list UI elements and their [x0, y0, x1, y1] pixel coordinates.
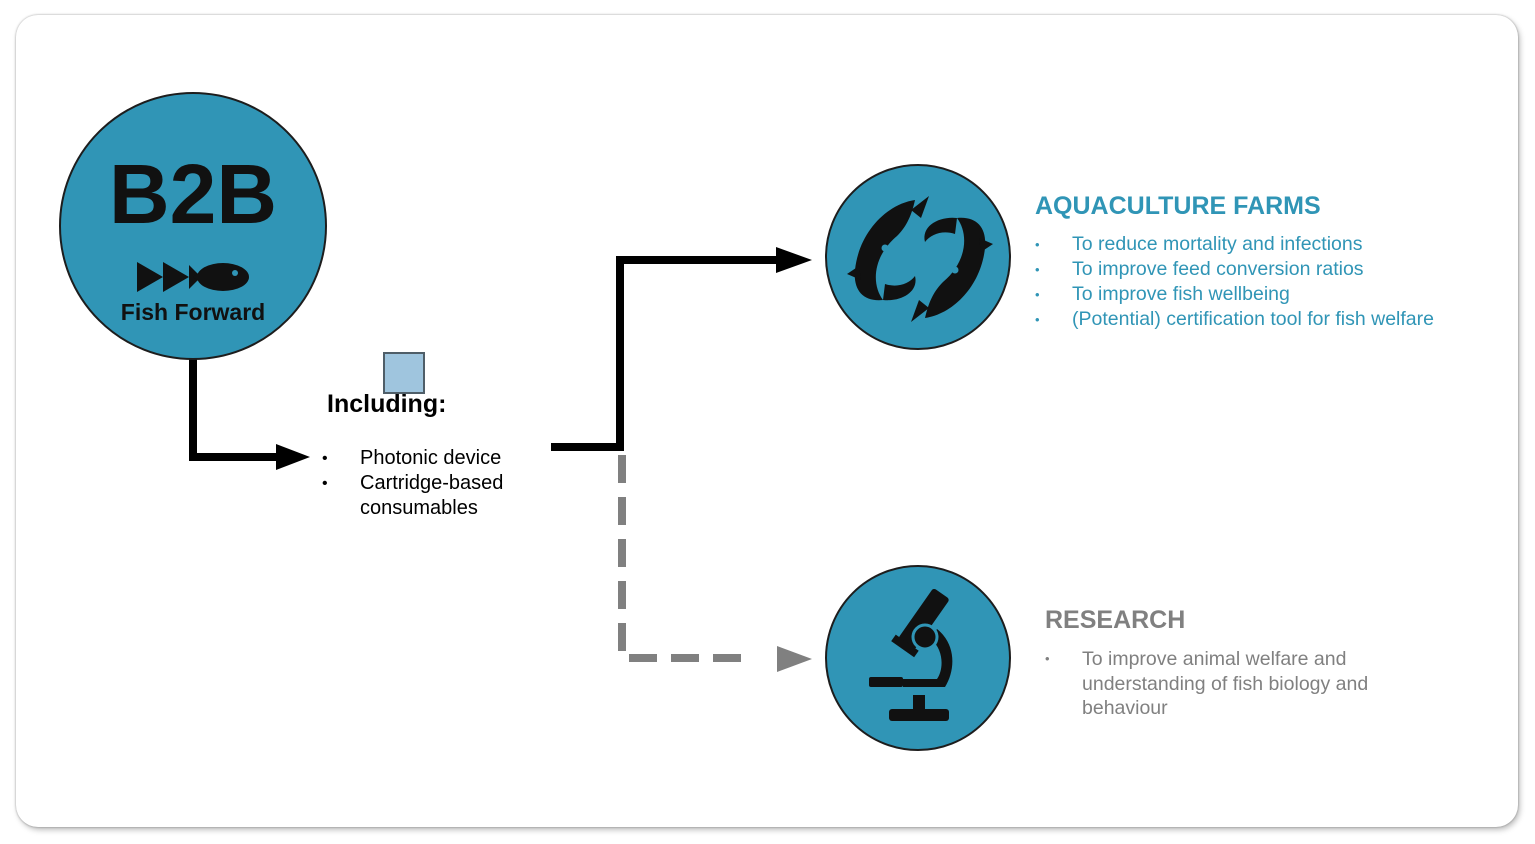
- aquaculture-title: AQUACULTURE FARMS: [1035, 192, 1321, 220]
- bullet: •: [1035, 287, 1040, 302]
- list-item-text: To improve fish wellbeing: [1072, 283, 1290, 305]
- list-item: • To improve animal welfare and understa…: [1045, 647, 1425, 721]
- b2b-to-including-arrow-line: [189, 358, 283, 461]
- research-circle: [825, 565, 1011, 751]
- list-item-text: Cartridge-based consumables: [360, 472, 504, 519]
- bullet: •: [1035, 312, 1040, 327]
- list-item: • To improve feed conversion ratios: [1035, 257, 1495, 282]
- microscope-icon: [869, 588, 953, 721]
- b2b-circle: B2B Fish Forward: [59, 92, 327, 360]
- list-item-text: (Potential) certification tool for fish …: [1072, 308, 1434, 330]
- list-item-text: To improve animal welfare and understand…: [1082, 648, 1369, 719]
- list-item-text: To reduce mortality and infections: [1072, 233, 1363, 255]
- aquaculture-circle: [825, 164, 1011, 350]
- bullet: •: [1045, 651, 1050, 666]
- logo-text: Fish Forward: [120, 299, 266, 325]
- b2b-title: B2B: [108, 147, 278, 241]
- including-to-farms-arrowhead: [776, 247, 812, 273]
- including-to-research-arrowhead: [777, 646, 812, 672]
- list-item: • Cartridge-based consumables: [322, 471, 552, 521]
- bullet: •: [322, 475, 328, 492]
- research-list: • To improve animal welfare and understa…: [1045, 647, 1425, 721]
- two-fish-icon: [847, 196, 993, 322]
- list-item: • To improve fish wellbeing: [1035, 282, 1495, 307]
- aquaculture-list: • To reduce mortality and infections • T…: [1035, 232, 1495, 332]
- list-item: • To reduce mortality and infections: [1035, 232, 1495, 257]
- including-to-research-dashed-line: [618, 455, 750, 662]
- list-item-text: Photonic device: [360, 447, 502, 469]
- bullet: •: [1035, 237, 1040, 252]
- list-item: • Photonic device: [322, 446, 552, 471]
- placeholder-square: [383, 352, 425, 394]
- list-item: • (Potential) certification tool for fis…: [1035, 307, 1495, 332]
- fast-forward-fish-icon: [137, 262, 249, 292]
- bullet: •: [322, 450, 328, 467]
- bullet: •: [1035, 262, 1040, 277]
- research-title: RESEARCH: [1045, 606, 1186, 634]
- b2b-to-including-arrowhead: [276, 444, 310, 470]
- including-title: Including:: [327, 390, 447, 418]
- including-list: • Photonic device • Cartridge-based cons…: [322, 446, 552, 521]
- list-item-text: To improve feed conversion ratios: [1072, 258, 1364, 280]
- including-to-farms-arrow-line: [551, 256, 783, 451]
